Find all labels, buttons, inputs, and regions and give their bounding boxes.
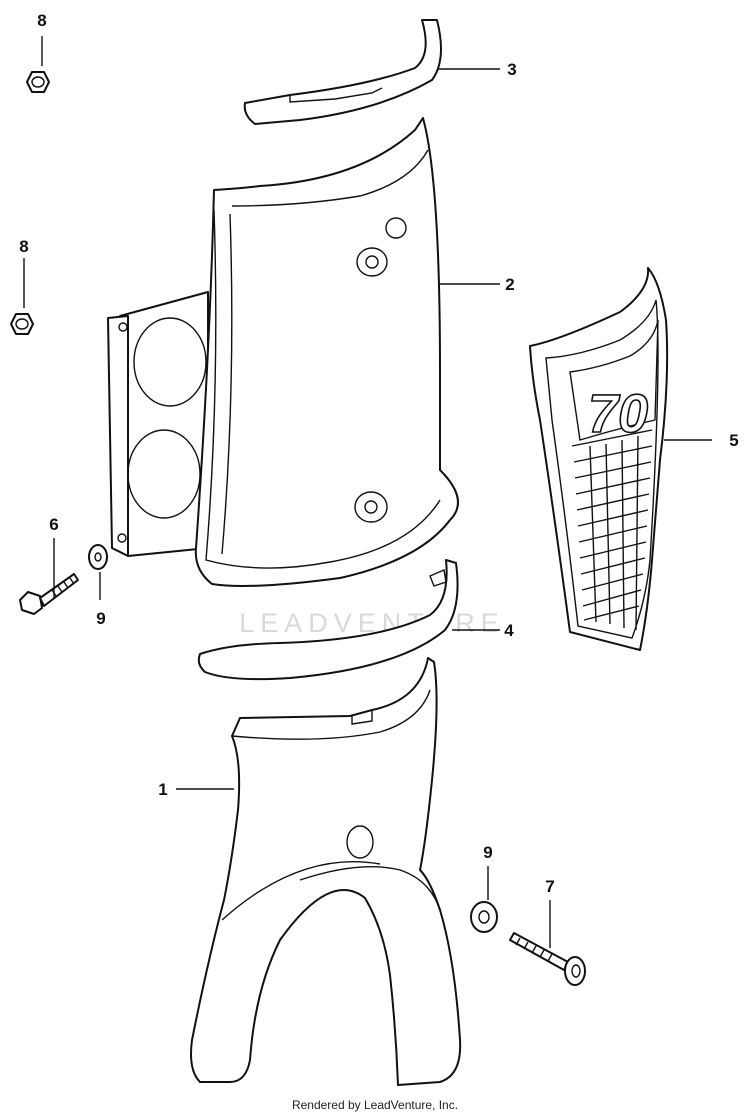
leader-lines xyxy=(23,36,712,948)
callout-2: 2 xyxy=(505,275,514,294)
callout-5: 5 xyxy=(729,431,738,450)
part-1-lower-cover[interactable] xyxy=(190,657,462,1086)
callout-8-upper: 8 xyxy=(37,11,46,30)
callout-9-left: 9 xyxy=(96,609,105,628)
part-8-nut-lower[interactable] xyxy=(10,313,34,335)
callout-6: 6 xyxy=(49,515,58,534)
emblem-grille xyxy=(571,429,653,631)
watermark-text: LEADVENTURE xyxy=(239,608,505,638)
part-6-hex-bolt[interactable] xyxy=(19,573,79,615)
callout-1: 1 xyxy=(158,780,167,799)
part-9-washer-right[interactable] xyxy=(470,901,498,933)
part-4-lower-trim-ring[interactable] xyxy=(197,559,459,681)
leadventure-watermark: LEADVENTURE xyxy=(239,548,505,638)
part-2-headlight-case[interactable] xyxy=(107,117,459,587)
callout-4: 4 xyxy=(504,621,514,640)
part-7-screw[interactable] xyxy=(509,932,586,986)
callout-7: 7 xyxy=(545,877,554,896)
part-9-washer-left[interactable] xyxy=(88,544,108,570)
callout-labels: 8 8 3 2 5 4 6 9 1 9 7 xyxy=(19,11,738,896)
part-8-nut-upper[interactable] xyxy=(26,71,50,93)
part-3-upper-trim-ring[interactable] xyxy=(243,19,442,125)
callout-8-lower: 8 xyxy=(19,237,28,256)
emblem-70-badge: 70 xyxy=(588,384,648,444)
part-5-emblem[interactable]: 70 xyxy=(529,267,669,651)
render-credit: Rendered by LeadVenture, Inc. xyxy=(291,1098,459,1112)
callout-3: 3 xyxy=(507,60,516,79)
callout-9-right: 9 xyxy=(483,843,492,862)
